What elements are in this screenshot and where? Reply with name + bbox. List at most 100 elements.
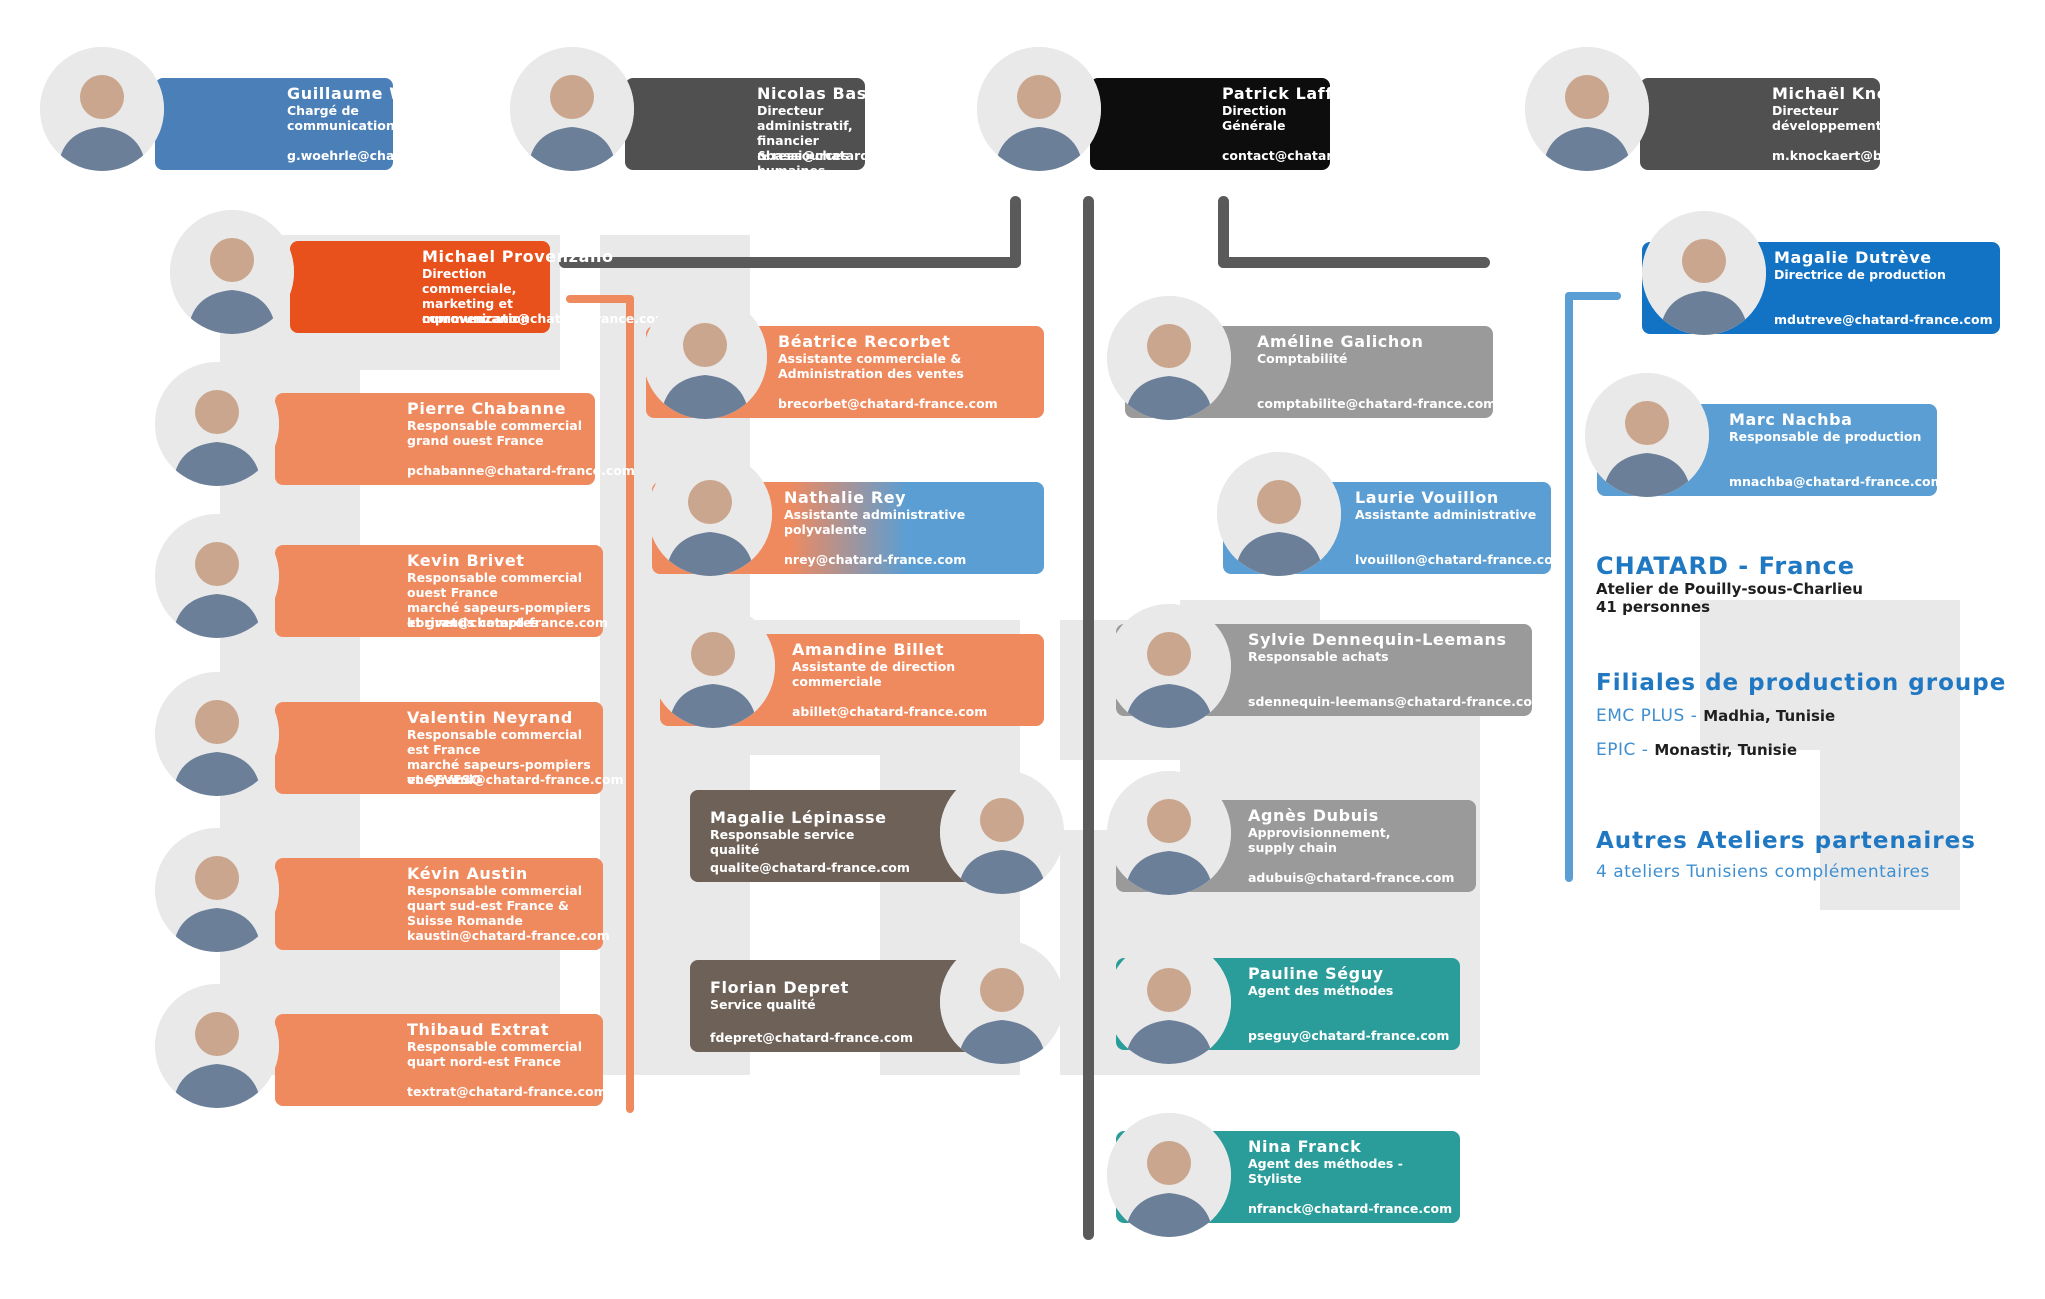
avatar-photo-woehrle [40,47,164,171]
avatar-photo-seguy [1107,940,1231,1064]
avatar-photo-franck [1107,1113,1231,1237]
company-info-panel: CHATARD - France Atelier de Pouilly-sous… [1596,552,1863,616]
avatar-photo-austin [155,828,279,952]
person-email[interactable]: pseguy@chatard-france.com [1248,1028,1450,1043]
person-email[interactable]: kaustin@chatard-france.com [407,928,610,943]
person-role: Chargé de communication [287,103,395,133]
avatar-photo-laffay [977,47,1101,171]
avatar-photo-dubuis [1107,771,1231,895]
person-email[interactable]: brecorbet@chatard-france.com [778,396,998,411]
partners-title: Autres Ateliers partenaires [1596,828,1976,854]
person-role: Assistante commerciale & Administration … [778,351,964,381]
person-email[interactable]: fdepret@chatard-france.com [710,1030,913,1045]
person-name: Michaël Knockaert [1772,84,1950,103]
person-role: Directrice de production [1774,267,1946,282]
avatar-photo-lepinasse [940,770,1064,894]
subsidiary-epic: EPIC - Monastir, Tunisie [1596,740,1798,760]
person-role: Assistante administrative polyvalente [784,507,966,537]
avatar-photo-nachba [1585,373,1709,497]
person-email[interactable]: qualite@chatard-france.com [710,860,910,875]
person-name: Laurie Vouillon [1355,488,1499,507]
person-name: Kevin Brivet [407,551,525,570]
person-email[interactable]: comptabilite@chatard-france.com [1257,396,1497,411]
avatar-photo-brivet [155,514,279,638]
person-email[interactable]: mprovenzano@chatard-france.com [422,311,668,326]
production-line [1565,292,1573,882]
person-email[interactable]: kbrivet@chatard-france.com [407,615,608,630]
person-role: Responsable service qualité [710,827,855,857]
person-name: Pierre Chabanne [407,399,567,418]
person-name: Marc Nachba [1729,410,1853,429]
person-name: Magalie Dutrève [1774,248,1932,267]
person-email[interactable]: contact@chatard-france.com [1222,148,1426,163]
person-role: Assistante administrative [1355,507,1537,522]
avatar-photo-bassi [510,47,634,171]
person-card-neyrand: Valentin Neyrand Responsable commercial … [275,702,624,794]
person-email[interactable]: sdennequin-leemans@chatard-france.com [1248,694,1545,709]
avatar-photo-knockaert [1525,47,1649,171]
person-name: Nathalie Rey [784,488,907,507]
avatar-photo-chabanne [155,362,279,486]
person-email[interactable]: abillet@chatard-france.com [792,704,988,719]
person-name: Valentin Neyrand [407,708,573,727]
person-role: Directeur développement [1772,103,1882,133]
person-card-provenzano: Michael Provenzano Direction commerciale… [290,241,668,333]
person-role: Directeur administratif, financier & res… [757,103,853,178]
person-name: Magalie Lépinasse [710,808,887,827]
person-role: Responsable commercial quart sud-est Fra… [407,883,583,928]
person-email[interactable]: nbassi@chatard-france.com [757,148,953,163]
person-role: Agent des méthodes - Styliste [1248,1156,1403,1186]
person-name: Pauline Séguy [1248,964,1384,983]
person-email[interactable]: mdutreve@chatard-france.com [1774,312,1993,327]
person-card-woehrle: Guillaume Woehrlé Chargé de communicatio… [155,78,508,170]
person-card-knockaert: Michaël Knockaert Directeur développemen… [1640,78,1950,170]
sales-line-top [566,295,634,303]
avatar-photo-rey [648,452,772,576]
avatar-photo-neyrand [155,672,279,796]
person-role: Comptabilité [1257,351,1348,366]
person-name: Michael Provenzano [422,247,614,266]
person-name: Kévin Austin [407,864,528,883]
person-email[interactable]: lvouillon@chatard-france.com [1355,552,1566,567]
partners-panel: Autres Ateliers partenaires 4 ateliers T… [1596,828,1976,882]
person-card-bassi: Nicolas Bassi Directeur administratif, f… [625,78,953,178]
person-role: Responsable achats [1248,649,1389,664]
staff-count: 41 personnes [1596,598,1711,616]
person-name: Nicolas Bassi [757,84,884,103]
person-card-laffay: Patrick Laffay Direction Générale contac… [1090,78,1425,170]
person-role: Responsable commercial grand ouest Franc… [407,418,583,448]
subsidiaries-title: Filiales de production groupe [1596,670,2007,696]
person-name: Sylvie Dennequin-Leemans [1248,630,1507,649]
person-card-austin: Kévin Austin Responsable commercial quar… [275,858,610,950]
person-email[interactable]: nrey@chatard-france.com [784,552,967,567]
person-email[interactable]: pchabanne@chatard-france.com [407,463,635,478]
person-card-brivet: Kevin Brivet Responsable commercial oues… [275,545,608,637]
person-role: Responsable commercial quart nord-est Fr… [407,1039,583,1069]
person-role: Responsable de production [1729,429,1922,444]
person-name: Agnès Dubuis [1248,806,1379,825]
person-email[interactable]: m.knockaert@bh3.fr [1772,148,1916,163]
subsidiaries-panel: Filiales de production groupe EMC PLUS -… [1596,670,2006,760]
person-email[interactable]: mnachba@chatard-france.com [1729,474,1944,489]
avatar-photo-depret [940,940,1064,1064]
person-role: Direction Générale [1222,103,1287,133]
person-name: Nina Franck [1248,1137,1362,1156]
person-email[interactable]: textrat@chatard-france.com [407,1084,607,1099]
person-name: Thibaud Extrat [407,1020,550,1039]
subsidiary-emc: EMC PLUS - Madhia, Tunisie [1596,706,1836,726]
person-email[interactable]: nfranck@chatard-france.com [1248,1201,1453,1216]
avatar-photo-dennequin [1107,604,1231,728]
person-role: Agent des méthodes [1248,983,1394,998]
person-card-extrat: Thibaud Extrat Responsable commercial qu… [275,1014,607,1106]
workshop-location: Atelier de Pouilly-sous-Charlieu [1596,580,1863,598]
person-role: Responsable commercial ouest France marc… [407,570,591,630]
person-name: Florian Depret [710,978,849,997]
person-name: Amandine Billet [792,640,945,659]
person-email[interactable]: g.woehrle@chatard-france.com [287,148,508,163]
person-name: Patrick Laffay [1222,84,1355,103]
person-email[interactable]: adubuis@chatard-france.com [1248,870,1455,885]
production-line-top [1565,292,1621,300]
person-email[interactable]: vneyrand@chatard-france.com [407,772,624,787]
main-trunk-line [1083,196,1094,1240]
production-branch-vertical [1218,196,1229,268]
